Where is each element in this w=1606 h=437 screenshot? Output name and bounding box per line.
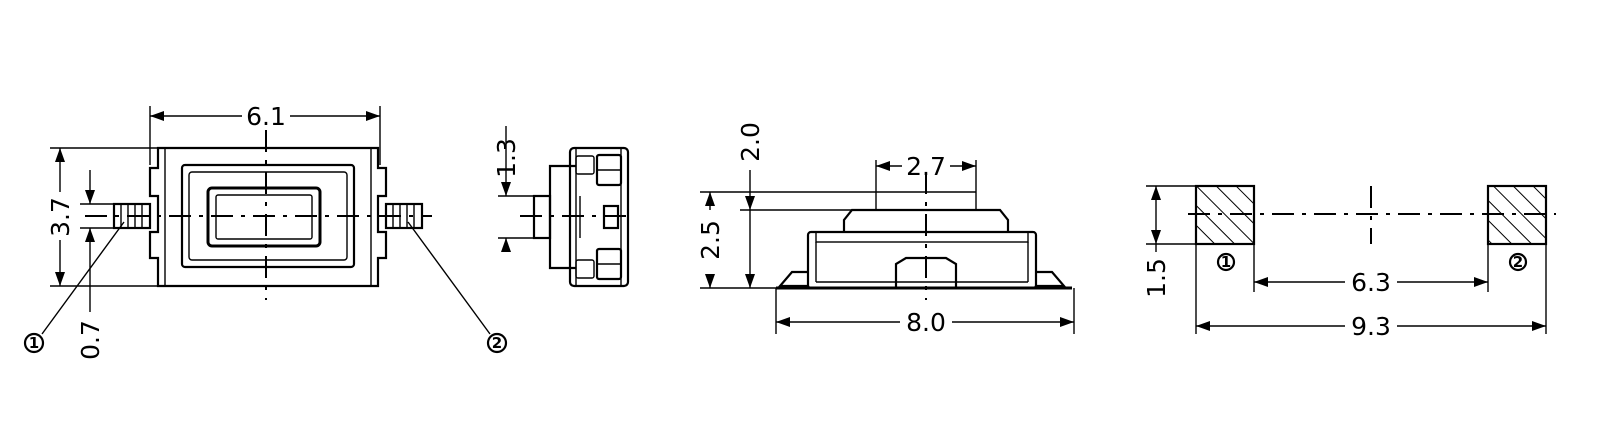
front-view-body-height-label: 2.0 (736, 122, 765, 162)
pad-span-label: 9.3 (1351, 312, 1391, 341)
side-view: 1.3 (492, 126, 634, 288)
pad-pin2-label: 2 (1513, 253, 1523, 271)
front-view-total-height-label: 2.5 (696, 220, 725, 260)
pad-pin1-label: 1 (1221, 253, 1231, 271)
top-view: 6.1 3.7 0.7 1 2 (23, 102, 508, 360)
front-view-stem (842, 208, 1010, 232)
pad-height-label: 1.5 (1142, 258, 1171, 298)
top-view-pin2-marker (486, 332, 508, 354)
top-view-lead-left (112, 202, 152, 230)
top-view-pin1-label: 1 (29, 334, 39, 352)
top-view-lead-right (384, 202, 424, 230)
front-view-length-label: 8.0 (906, 308, 946, 337)
top-view-height-label: 3.7 (46, 197, 75, 237)
front-view-lead-left (777, 270, 808, 288)
top-view-pin1-marker (23, 332, 45, 354)
top-view-lead-width-label: 0.7 (76, 320, 105, 360)
side-view-pitch-label: 1.3 (492, 138, 521, 178)
pad-pin2-marker (1508, 252, 1528, 272)
front-view-lead-right (1036, 270, 1067, 288)
front-view-body (806, 230, 1038, 290)
top-view-width-label: 6.1 (246, 102, 286, 131)
top-view-pin2-label: 2 (492, 334, 502, 352)
front-view: 2.7 2.5 2.0 8.0 (696, 122, 1075, 337)
pad-pin1-marker (1216, 252, 1236, 272)
top-view-actuator (206, 186, 322, 248)
pad-gap-label: 6.3 (1351, 268, 1391, 297)
top-view-body-outline (148, 146, 388, 288)
front-view-stem-width-label: 2.7 (906, 152, 946, 181)
pad-layout: 1 2 1.5 6.3 9.3 (1142, 184, 1556, 341)
